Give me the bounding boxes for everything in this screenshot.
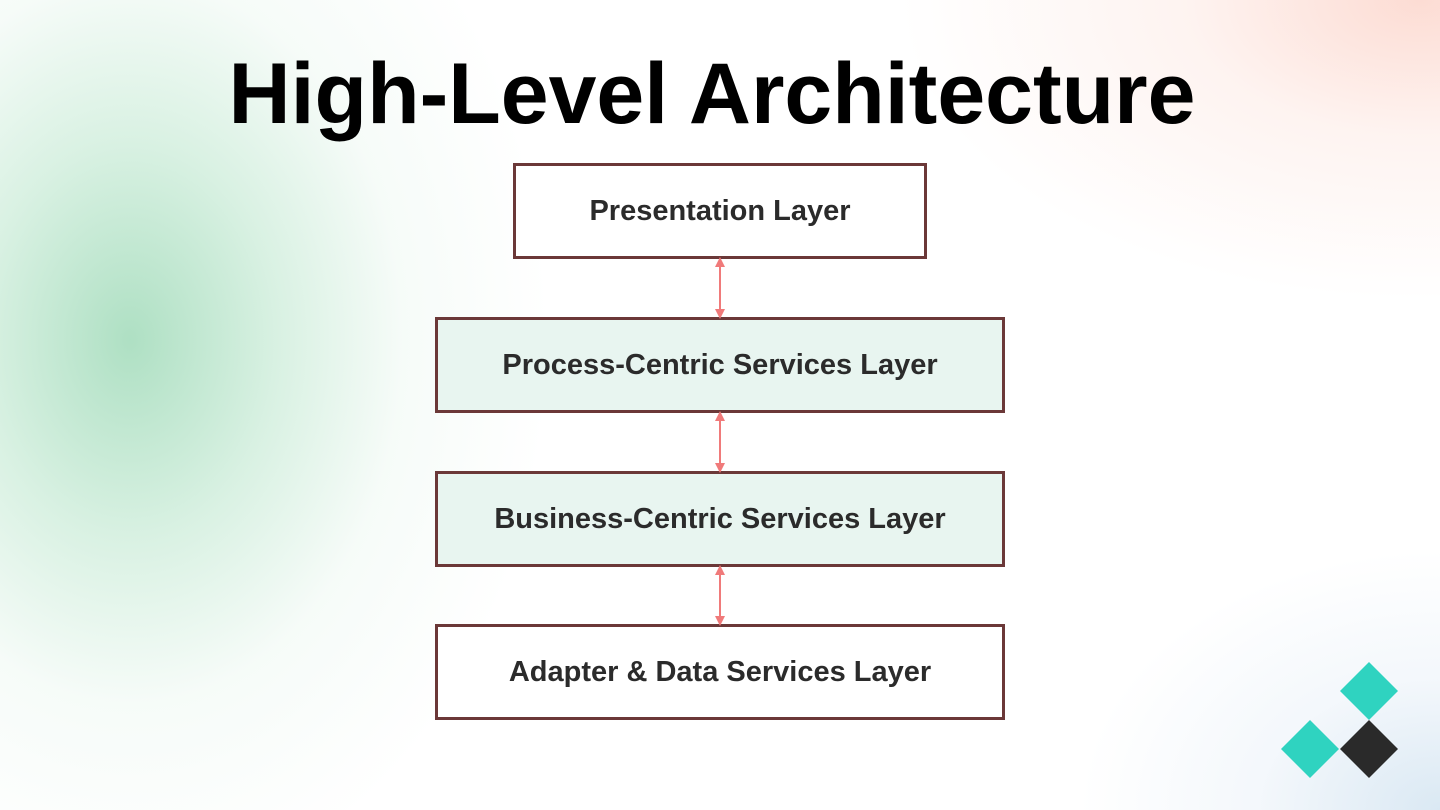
business-centric-layer-box: Business-Centric Services Layer: [435, 471, 1005, 567]
slide-title: High-Level Architecture: [228, 46, 1196, 142]
adapter-data-layer-box: Adapter & Data Services Layer: [435, 624, 1005, 720]
presentation-layer-box: Presentation Layer: [513, 163, 927, 259]
process-centric-layer-box: Process-Centric Services Layer: [435, 317, 1005, 413]
